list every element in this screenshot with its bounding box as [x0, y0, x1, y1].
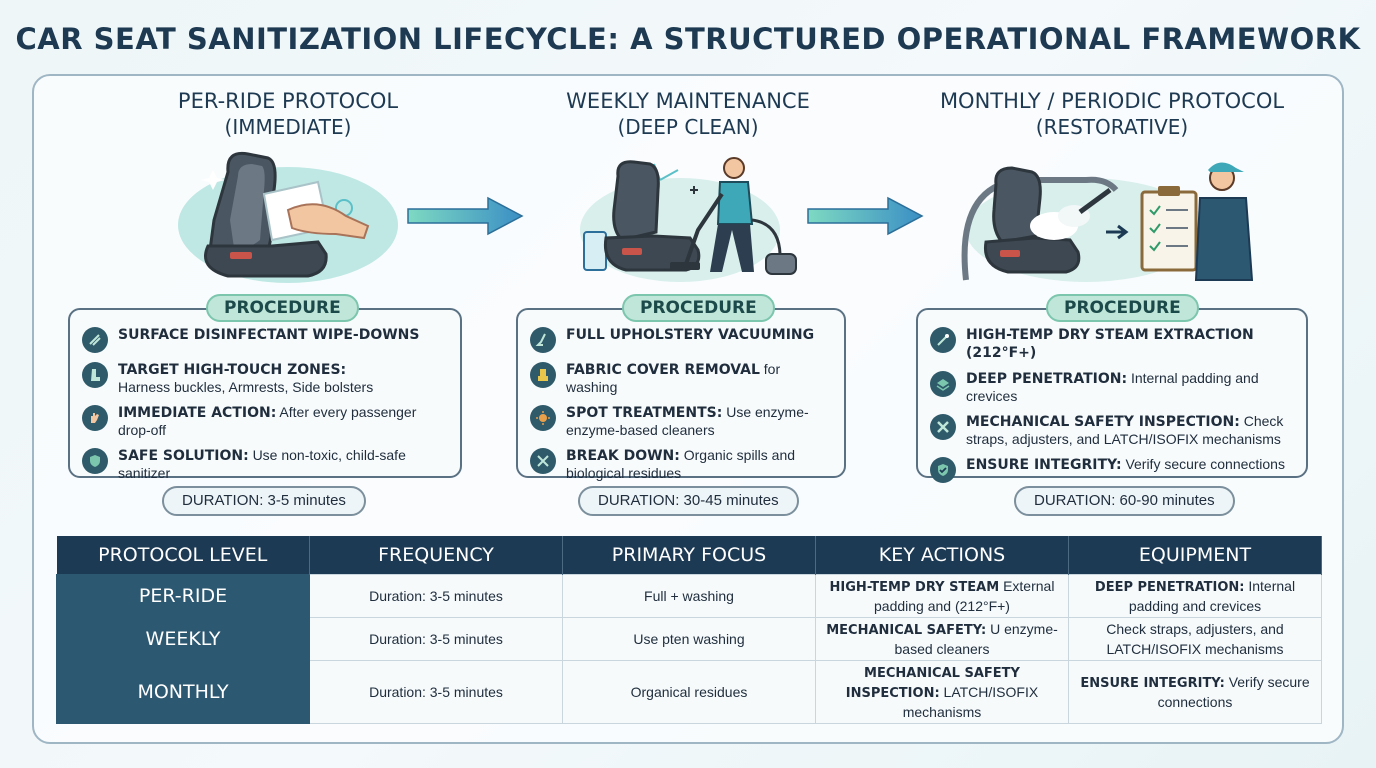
procedure-item: MECHANICAL SAFETY INSPECTION: Check stra…	[930, 413, 1294, 448]
procedure-item: HIGH-TEMP DRY STEAM EXTRACTION (212°F+)	[930, 326, 1294, 362]
table-row: WEEKLY Duration: 3-5 minutes Use pten wa…	[56, 616, 1322, 661]
wipe-icon	[82, 327, 108, 353]
column-header: PROTOCOL LEVEL	[56, 536, 310, 574]
stage-title: PER-RIDE PROTOCOL	[177, 89, 399, 113]
procedure-item: IMMEDIATE ACTION: After every passenger …	[82, 404, 448, 439]
cell-frequency: Duration: 3-5 minutes	[309, 573, 563, 618]
steam-icon	[930, 327, 956, 353]
procedure-box-monthly: HIGH-TEMP DRY STEAM EXTRACTION (212°F+) …	[916, 308, 1308, 483]
row-level: WEEKLY	[56, 616, 310, 661]
cell-focus: Full + washing	[562, 573, 816, 618]
seat-icon	[82, 362, 108, 388]
cell-focus: Use pten washing	[562, 616, 816, 661]
procedure-badge: PROCEDURE	[206, 294, 359, 322]
column-header: PRIMARY FOCUS	[562, 536, 816, 574]
tools-icon	[530, 448, 556, 474]
stage-subtitle: (RESTORATIVE)	[1035, 115, 1189, 139]
wiping-seat-illustration	[178, 151, 398, 283]
stage-monthly: MONTHLY / PERIODIC PROTOCOL (RESTORATIVE…	[912, 88, 1312, 140]
cell-equipment: DEEP PENETRATION: Internal padding and c…	[1068, 573, 1322, 618]
flow-arrow-icon	[807, 196, 924, 236]
cell-actions: HIGH-TEMP DRY STEAM External padding and…	[815, 573, 1069, 618]
cell-actions: MECHANICAL SAFETY INSPECTION: LATCH/ISOF…	[815, 659, 1069, 724]
row-level: PER-RIDE	[56, 573, 310, 618]
procedure-item: FABRIC COVER REMOVAL for washing	[530, 361, 832, 396]
stage-per-ride: PER-RIDE PROTOCOL (IMMEDIATE)	[88, 88, 488, 140]
cell-actions: MECHANICAL SAFETY: U enzyme-based cleane…	[815, 616, 1069, 661]
wrench-icon	[930, 414, 956, 440]
vacuum-icon	[530, 327, 556, 353]
steam-inspection-illustration	[961, 162, 1254, 282]
cell-equipment: Check straps, adjusters, and LATCH/ISOFI…	[1068, 616, 1322, 661]
layers-icon	[930, 371, 956, 397]
flow-arrow-icon	[407, 196, 524, 236]
procedure-item: SAFE SOLUTION: Use non-toxic, child-safe…	[82, 447, 448, 482]
procedure-box-weekly: FULL UPHOLSTERY VACUUMING FABRIC COVER R…	[516, 308, 846, 481]
cell-frequency: Duration: 3-5 minutes	[309, 616, 563, 661]
shield-icon	[82, 448, 108, 474]
procedure-item: FULL UPHOLSTERY VACUUMING	[530, 326, 832, 353]
spot-icon	[530, 405, 556, 431]
procedure-item: BREAK DOWN: Organic spills and biologica…	[530, 447, 832, 482]
vacuuming-seat-illustration	[580, 157, 797, 282]
column-header: EQUIPMENT	[1068, 536, 1322, 574]
page-title: CAR SEAT SANITIZATION LIFECYCLE: A STRUC…	[15, 22, 1361, 56]
procedure-item: TARGET HIGH-TOUCH ZONES:Harness buckles,…	[82, 361, 448, 396]
procedure-badge: PROCEDURE	[622, 294, 775, 322]
cell-equipment: ENSURE INTEGRITY: Verify secure connecti…	[1068, 659, 1322, 724]
cell-focus: Organical residues	[562, 659, 816, 724]
duration-badge: DURATION: 60-90 minutes	[1014, 486, 1235, 516]
check-shield-icon	[930, 457, 956, 483]
procedure-item: DEEP PENETRATION: Internal padding and c…	[930, 370, 1294, 405]
column-header: FREQUENCY	[309, 536, 563, 574]
procedure-item: ENSURE INTEGRITY: Verify secure connecti…	[930, 456, 1294, 483]
stage-weekly: WEEKLY MAINTENANCE (DEEP CLEAN)	[488, 88, 888, 140]
table-row: PER-RIDE Duration: 3-5 minutes Full + wa…	[56, 573, 1322, 618]
stage-title: MONTHLY / PERIODIC PROTOCOL	[939, 89, 1285, 113]
duration-badge: DURATION: 30-45 minutes	[578, 486, 799, 516]
hand-icon	[82, 405, 108, 431]
procedure-box-per-ride: SURFACE DISINFECTANT WIPE-DOWNS TARGET H…	[68, 308, 462, 481]
table-header-row: PROTOCOL LEVEL FREQUENCY PRIMARY FOCUS K…	[56, 536, 1322, 574]
stage-subtitle: (DEEP CLEAN)	[617, 115, 759, 139]
table-row: MONTHLY Duration: 3-5 minutes Organical …	[56, 659, 1322, 724]
stage-subtitle: (IMMEDIATE)	[224, 115, 352, 139]
procedure-item: SURFACE DISINFECTANT WIPE-DOWNS	[82, 326, 448, 353]
cover-icon	[530, 362, 556, 388]
column-header: KEY ACTIONS	[815, 536, 1069, 574]
cell-frequency: Duration: 3-5 minutes	[309, 659, 563, 724]
procedure-item: SPOT TREATMENTS: Use enzyme-enzyme-based…	[530, 404, 832, 439]
summary-table: PROTOCOL LEVEL FREQUENCY PRIMARY FOCUS K…	[56, 536, 1322, 724]
procedure-badge: PROCEDURE	[1046, 294, 1199, 322]
stage-title: WEEKLY MAINTENANCE	[566, 89, 810, 113]
duration-badge: DURATION: 3-5 minutes	[162, 486, 366, 516]
row-level: MONTHLY	[56, 659, 310, 724]
